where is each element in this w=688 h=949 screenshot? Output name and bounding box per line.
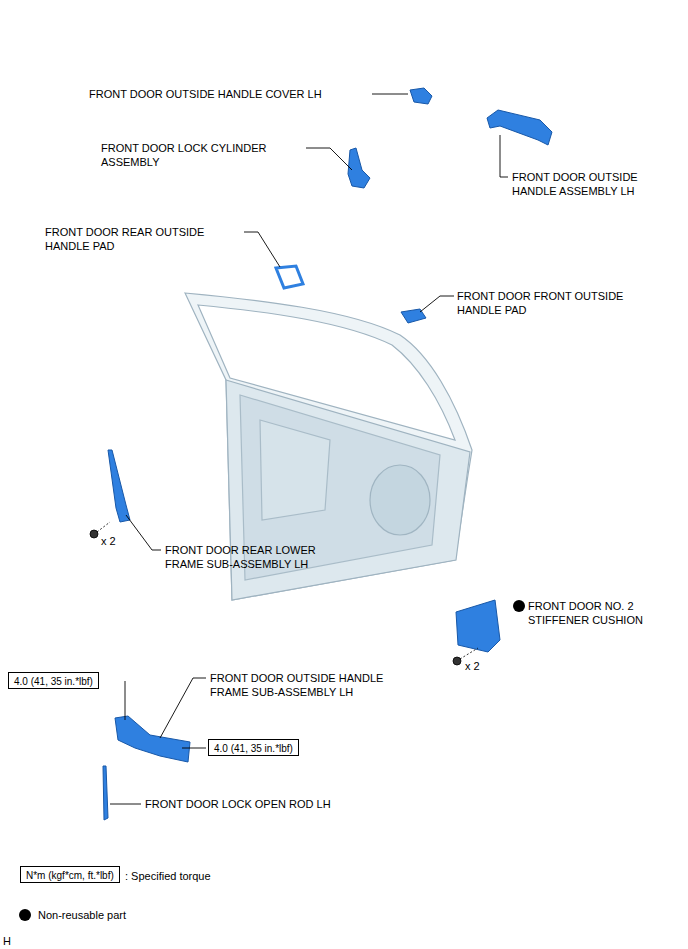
part-name: FRONT DOOR NO. 2 STIFFENER CUSHION	[528, 599, 678, 627]
part-name: FRONT DOOR LOCK OPEN ROD LH	[145, 797, 331, 811]
torque-value: N*m (kgf*cm, ft.*lbf)	[26, 870, 114, 881]
legend-swatch	[19, 909, 31, 921]
torque-value: 4.0 (41, 35 in.*lbf)	[214, 743, 293, 754]
part-name: FRONT DOOR OUTSIDE HANDLE COVER LH	[89, 87, 322, 101]
figure-code: H	[3, 934, 11, 948]
bolt-symbol	[90, 522, 478, 665]
leader-lines	[110, 94, 508, 804]
quantity-label: x 2	[465, 659, 480, 673]
torque-box: 4.0 (41, 35 in.*lbf)	[208, 739, 299, 756]
legend-text: : Specified torque	[125, 869, 211, 883]
legend-sample-box: N*m (kgf*cm, ft.*lbf)	[20, 866, 120, 883]
parts	[103, 88, 552, 820]
part-name: FRONT DOOR OUTSIDE HANDLE ASSEMBLY LH	[512, 170, 672, 198]
part-name: FRONT DOOR FRONT OUTSIDE HANDLE PAD	[457, 289, 657, 317]
non-reusable-dot	[513, 600, 525, 612]
legend-text: Non-reusable part	[38, 908, 126, 922]
part-name: FRONT DOOR REAR LOWER FRAME SUB-ASSEMBLY…	[165, 543, 350, 571]
part-name: FRONT DOOR LOCK CYLINDER ASSEMBLY	[101, 141, 301, 169]
quantity-label: x 2	[101, 534, 116, 548]
torque-value: 4.0 (41, 35 in.*lbf)	[14, 676, 93, 687]
part-name: FRONT DOOR OUTSIDE HANDLE FRAME SUB-ASSE…	[210, 671, 415, 699]
torque-box: 4.0 (41, 35 in.*lbf)	[8, 672, 99, 689]
part-name: FRONT DOOR REAR OUTSIDE HANDLE PAD	[45, 225, 235, 253]
